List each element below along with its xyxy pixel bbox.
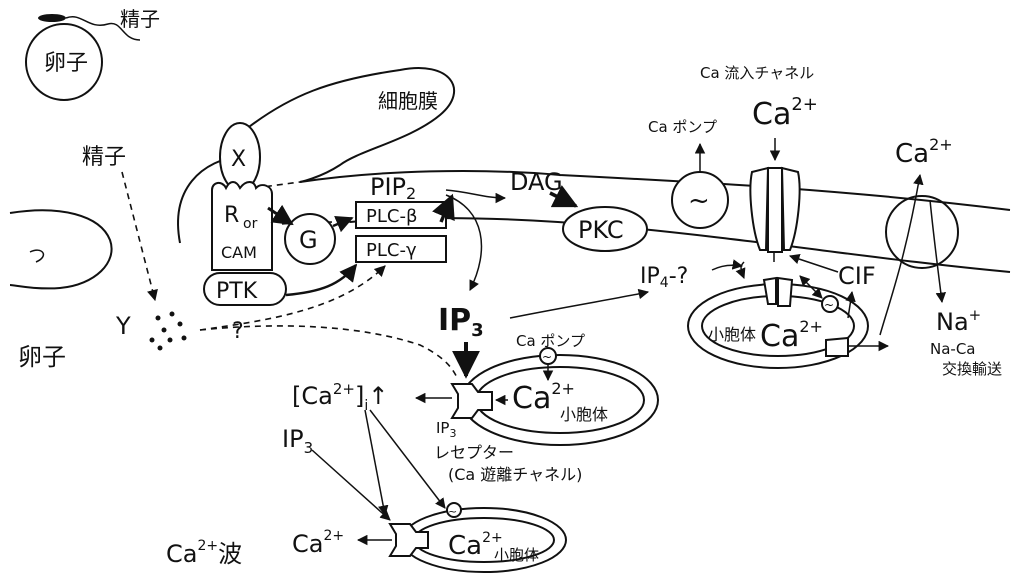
ptk-label: PTK bbox=[216, 279, 258, 304]
x-protein: X bbox=[220, 123, 260, 191]
receptor-r-or-cam: R or CAM bbox=[212, 182, 272, 270]
release-channel-label: (Ca 遊離チャネル) bbox=[448, 465, 582, 484]
na-ca-label: Na-Ca bbox=[930, 340, 976, 358]
egg-label: 卵子 bbox=[18, 343, 66, 371]
r-label: R bbox=[224, 203, 239, 228]
vesicle-bottom: ~ Ca2+ 小胞体 bbox=[390, 503, 566, 572]
na-ca-exchanger: Ca2+ Na+ Na-Ca 交換輸送 bbox=[880, 135, 1002, 378]
y-label: Y bbox=[115, 312, 131, 340]
ca-pump-membrane-tilde: ~ bbox=[688, 186, 710, 216]
pkc-protein: PKC bbox=[563, 207, 647, 251]
plc-beta: PLC-β bbox=[356, 202, 446, 228]
na-label: Na+ bbox=[936, 306, 981, 336]
ca2-bottom-left-label: Ca2+ bbox=[292, 528, 344, 558]
sperm-label: 精子 bbox=[82, 145, 126, 170]
ca-pump-mid-label: Ca ポンプ bbox=[516, 332, 585, 350]
ca2-right-label: Ca2+ bbox=[895, 135, 953, 169]
plc-gamma-label: PLC-γ bbox=[366, 240, 417, 261]
ca2-top-label: Ca2+ bbox=[752, 94, 818, 132]
cell-membrane-label: 細胞膜 bbox=[378, 89, 438, 113]
ptk-protein: PTK bbox=[204, 273, 286, 305]
vesicle-right-label: 小胞体 bbox=[708, 325, 756, 344]
g-protein: G bbox=[285, 214, 335, 264]
vesicle-bottom-label: 小胞体 bbox=[494, 546, 539, 564]
cif-label: CIF bbox=[838, 262, 876, 290]
vesicle-bottom-pump-tilde: ~ bbox=[448, 505, 457, 518]
ip3-main-label: IP3 bbox=[438, 303, 484, 341]
egg-label-inset: 卵子 bbox=[44, 51, 88, 76]
sperm-head: 精子 卵子 bbox=[10, 145, 126, 371]
g-label: G bbox=[299, 226, 318, 254]
ca-wave-label: Ca2+波 bbox=[166, 538, 242, 568]
dag-label: DAG bbox=[510, 168, 563, 196]
vesicle-mid: Ca ポンプ ~ Ca2+ 小胞体 bbox=[452, 332, 658, 445]
ca-pump-membrane: ~ Ca ポンプ bbox=[648, 118, 728, 228]
or-label: or bbox=[243, 216, 258, 232]
receptor-label: レセプター bbox=[434, 443, 514, 462]
y-factor: Y ? bbox=[115, 312, 244, 351]
cam-label: CAM bbox=[221, 243, 257, 262]
exchange-label: 交換輸送 bbox=[942, 360, 1002, 378]
x-label: X bbox=[231, 147, 246, 172]
sperm-label-inset: 精子 bbox=[120, 7, 160, 31]
pip2-label: PIP2 bbox=[370, 173, 416, 203]
plc-gamma: PLC-γ bbox=[356, 236, 446, 262]
ca-pump-top-label: Ca ポンプ bbox=[648, 118, 717, 136]
ca-influx-channel: Ca 流入チャネル Ca2+ bbox=[700, 64, 818, 262]
egg-sperm-inset: 卵子 精子 bbox=[26, 7, 160, 100]
ca-influx-channel-label: Ca 流入チャネル bbox=[700, 64, 814, 82]
y-dots bbox=[150, 312, 187, 351]
ip3-receptor-label: IP3 bbox=[436, 419, 456, 440]
pkc-label: PKC bbox=[578, 216, 624, 244]
vesicle-right-pump-tilde: ~ bbox=[824, 298, 834, 312]
vesicle-mid-label: 小胞体 bbox=[560, 405, 608, 424]
ip3-low-label: IP3 bbox=[282, 425, 313, 457]
ca-pump-mid-tilde: ~ bbox=[542, 350, 552, 364]
ip4-label: IP4-? bbox=[640, 264, 688, 291]
ca2-vesicle-right-label: Ca2+ bbox=[760, 317, 823, 354]
cai-label: [Ca2+]i↑ bbox=[292, 380, 388, 414]
plc-beta-label: PLC-β bbox=[366, 206, 417, 227]
y-question: ? bbox=[232, 319, 244, 344]
